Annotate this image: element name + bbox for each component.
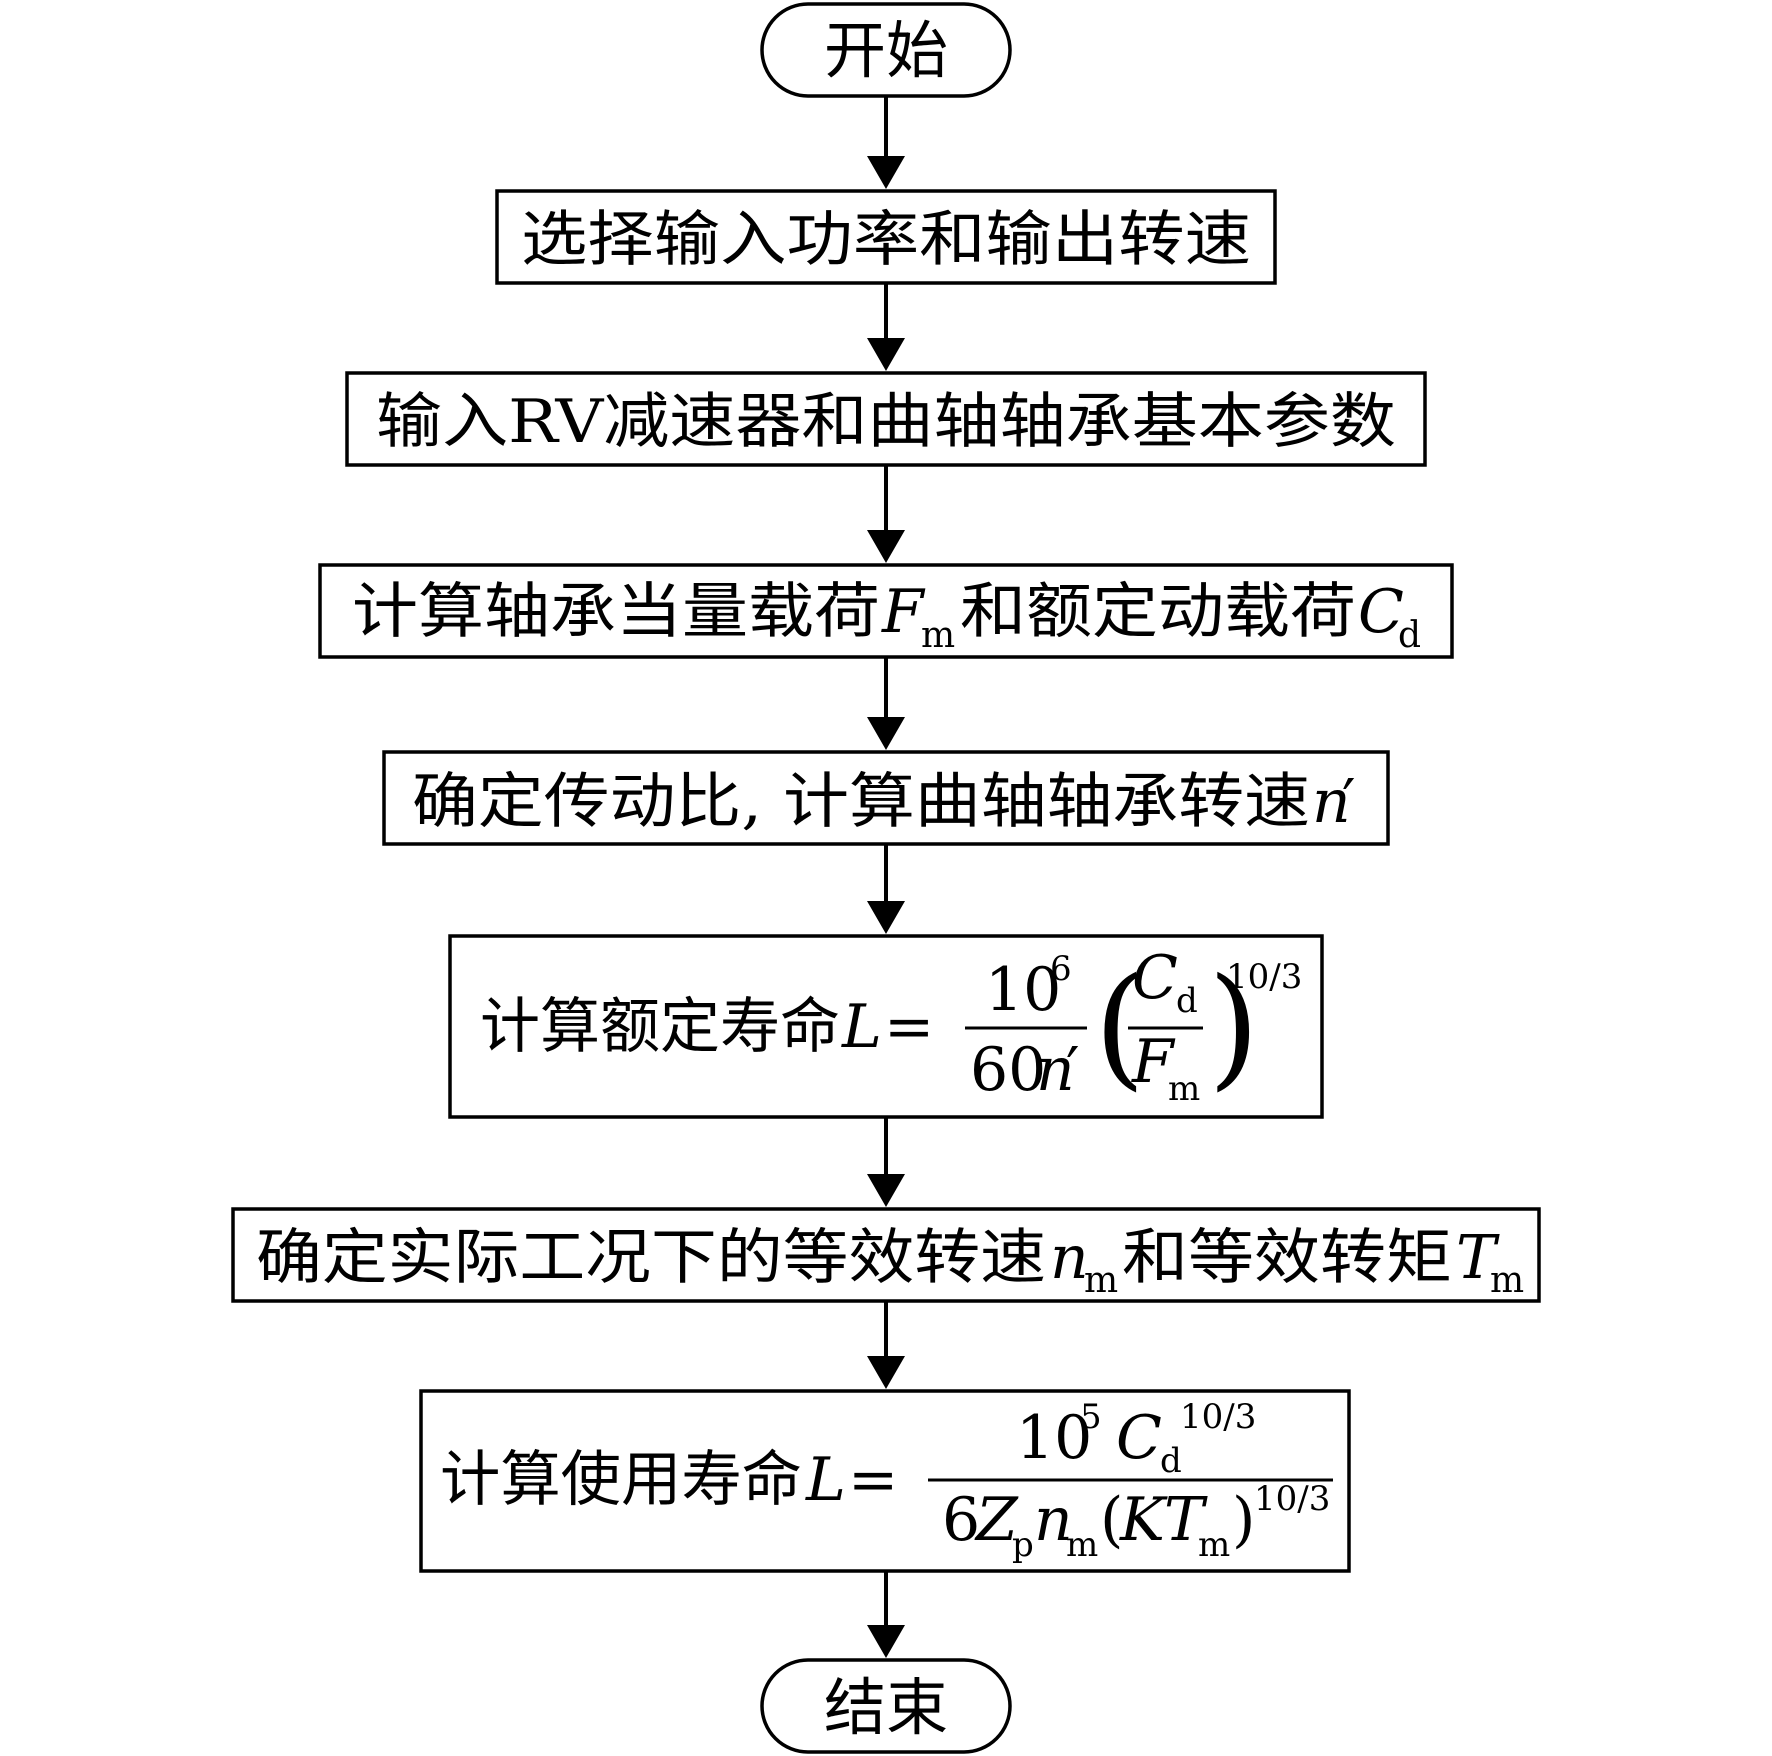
step-7-lhs-l: L xyxy=(805,1445,846,1515)
step-5-frac1-den-prime: ′ xyxy=(1066,1035,1080,1105)
arrowhead xyxy=(867,1174,905,1207)
arrowhead xyxy=(867,156,905,189)
step-5-frac2-num-sub: d xyxy=(1176,981,1198,1021)
step-6-sub-m2: m xyxy=(1490,1260,1524,1301)
step-6-var-t: T xyxy=(1456,1223,1500,1293)
step-2-label: 输入RV减速器和曲轴轴承基本参数 xyxy=(376,387,1396,457)
step-3-var-f: F xyxy=(881,577,926,647)
step-4-label: 确定传动比, 计算曲轴轴承转速 n ′ xyxy=(412,767,1356,837)
step-7-den-sub-p: p xyxy=(1012,1525,1034,1565)
arrowhead xyxy=(867,338,905,371)
step-3-sub-m: m xyxy=(921,615,955,656)
step-5-frac2-den-var: F xyxy=(1131,1027,1176,1097)
step-5-frac1-den-coef: 60 xyxy=(970,1035,1046,1105)
step-3-middle: 和额定动载荷 xyxy=(960,577,1356,647)
step-6-var-n: n xyxy=(1050,1223,1089,1293)
step-7-prefix: 计算使用寿命 xyxy=(440,1445,802,1515)
arrowhead xyxy=(867,717,905,750)
step-5-lhs-l: L xyxy=(841,992,882,1062)
step-5-frac2-den-sub: m xyxy=(1168,1069,1200,1109)
end-label: 结束 xyxy=(824,1671,948,1744)
step-7-den-var-k: K xyxy=(1119,1485,1168,1555)
end-terminal xyxy=(760,1658,1012,1754)
step-5-label: 计算额定寿命 L = 10 6 60 n ′ ( ) C d F m 10/3 xyxy=(480,943,1302,1109)
step-7-equals: = xyxy=(848,1445,898,1515)
step-7-den-var-z: Z xyxy=(974,1485,1019,1555)
step-7-den-rparen: ) xyxy=(1232,1485,1255,1555)
step-6-sub-m1: m xyxy=(1084,1260,1118,1301)
step-5-rparen: ) xyxy=(1208,950,1260,1104)
step-6-middle: 和等效转矩 xyxy=(1122,1223,1452,1293)
step-6-prefix: 确定实际工况下的等效转速 xyxy=(256,1223,1046,1293)
step-5-frac1-num-base: 10 xyxy=(985,955,1061,1025)
step-1-label: 选择输入功率和输出转速 xyxy=(521,205,1251,275)
step-3-label: 计算轴承当量载荷 F m 和额定动载荷 C d xyxy=(352,577,1421,656)
step-4-prefix: 确定传动比, 计算曲轴轴承转速 xyxy=(412,767,1310,837)
step-3-prefix: 计算轴承当量载荷 xyxy=(352,577,880,647)
step-3-sub-d: d xyxy=(1398,615,1421,656)
arrowhead xyxy=(867,530,905,563)
arrowhead xyxy=(867,901,905,934)
step-4-prime: ′ xyxy=(1342,767,1356,837)
step-3-var-c: C xyxy=(1358,577,1404,647)
step-5-frac1-num-exp: 6 xyxy=(1050,949,1072,989)
step-7-den-sub-m: m xyxy=(1066,1525,1098,1565)
step-7-den-lparen: ( xyxy=(1100,1485,1123,1555)
step-4-var-n: n xyxy=(1312,767,1351,837)
step-7-num-sub: d xyxy=(1160,1441,1182,1481)
step-7-label: 计算使用寿命 L = 10 5 C d 10/3 6 Z p n m ( K T… xyxy=(440,1397,1333,1565)
step-7-num-exp: 5 xyxy=(1080,1397,1102,1437)
step-7-den-var-t: T xyxy=(1164,1485,1208,1555)
step-7-den-var-n: n xyxy=(1034,1485,1073,1555)
step-5-frac1-den-var: n xyxy=(1036,1035,1075,1105)
step-7-num-base: 10 xyxy=(1016,1403,1092,1473)
step-7-den-coef: 6 xyxy=(942,1485,980,1555)
step-5-exponent: 10/3 xyxy=(1226,957,1302,997)
step-7-den-sub-m2: m xyxy=(1198,1525,1230,1565)
step-5-prefix: 计算额定寿命 xyxy=(480,992,840,1062)
step-5-frac2-num-var: C xyxy=(1132,943,1178,1013)
step-7-den-exp: 10/3 xyxy=(1254,1479,1330,1519)
step-6-label: 确定实际工况下的等效转速 n m 和等效转矩 T m xyxy=(256,1223,1524,1301)
arrowhead xyxy=(867,1625,905,1658)
step-5-equals: = xyxy=(884,992,934,1062)
start-label: 开始 xyxy=(824,14,948,87)
step-7-num-var-exp: 10/3 xyxy=(1180,1397,1256,1437)
step-7-num-var: C xyxy=(1116,1403,1162,1473)
arrowhead xyxy=(867,1356,905,1389)
